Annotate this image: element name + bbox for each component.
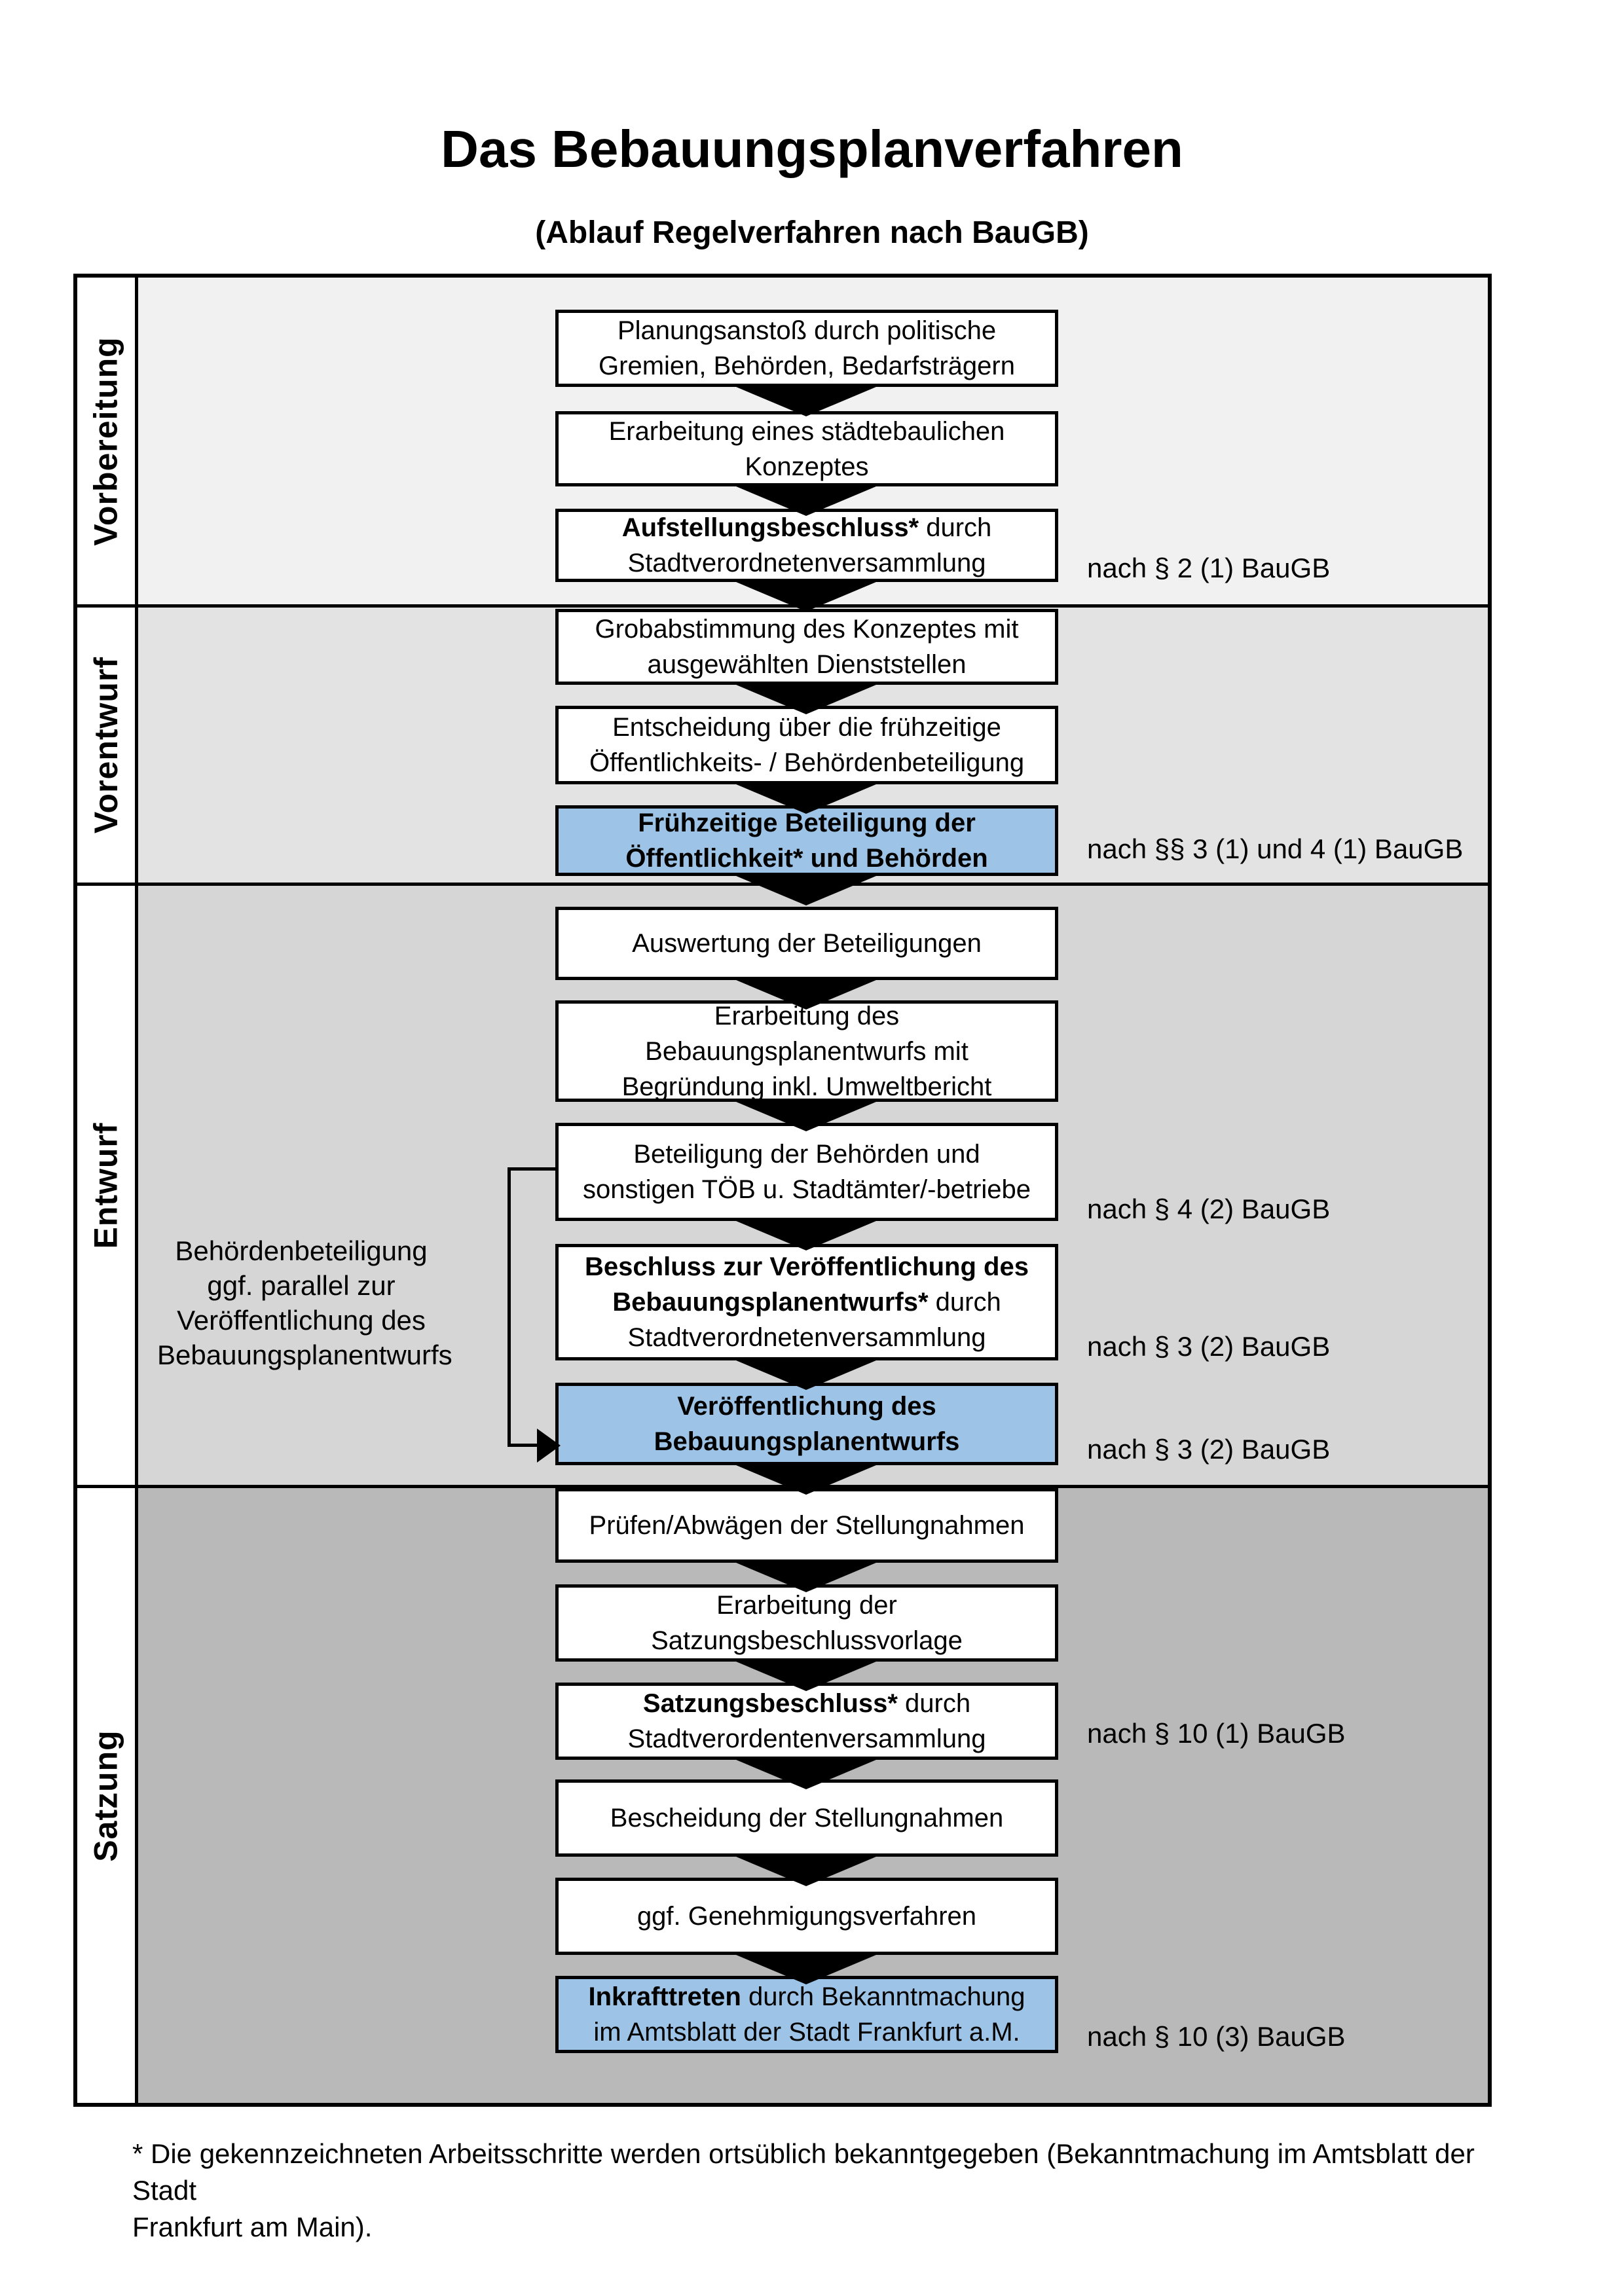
arrow-down-icon (731, 1463, 881, 1495)
flow-step-fruehzeitige-beteiligung: Frühzeitige Beteiligung der Öffentlichke… (555, 805, 1058, 876)
legal-reference: nach § 3 (2) BauGB (1087, 1331, 1331, 1362)
arrow-down-icon (731, 1660, 881, 1691)
bracket-connector-line (507, 1167, 557, 1171)
arrow-down-icon (731, 874, 881, 905)
flow-step-text: Erarbeitung des Bebauungsplanentwurfs mi… (621, 1001, 992, 1101)
phase-label-vorentwurf: Vorentwurf (88, 656, 124, 834)
flow-step-text: Inkrafttreten durch Bekanntmachung im Am… (588, 1982, 1025, 2047)
arrow-down-icon (731, 1100, 881, 1131)
flow-step-bescheidung: Bescheidung der Stellungnahmen (555, 1779, 1058, 1857)
flow-step-text: Veröffentlichung des Bebauungsplanentwur… (654, 1392, 960, 1456)
arrow-down-icon (731, 683, 881, 714)
flow-step-text: Frühzeitige Beteiligung der Öffentlichke… (625, 809, 988, 873)
phase-label-vorbereitung: Vorbereitung (88, 336, 125, 546)
bracket-connector-line (507, 1167, 511, 1447)
legal-reference: nach § 3 (2) BauGB (1087, 1434, 1331, 1465)
legal-reference: nach §§ 3 (1) und 4 (1) BauGB (1087, 833, 1464, 864)
flow-step-text: Satzungsbeschluss* durch Stadtverordente… (627, 1689, 986, 1753)
flow-step-grobabstimmung: Grobabstimmung des Konzeptes mit ausgewä… (555, 609, 1058, 685)
phase-label-satzung: Satzung (88, 1729, 124, 1862)
flow-step-text: Bescheidung der Stellungnahmen (610, 1804, 1004, 1832)
phase-label-cell-vorentwurf: Vorentwurf (77, 608, 138, 883)
flow-step-veroeffentlichungs-beschluss: Beschluss zur Veröffentlichung des Bebau… (555, 1244, 1058, 1360)
arrow-right-icon (537, 1429, 561, 1463)
arrow-down-icon (731, 1219, 881, 1250)
flow-step-text: Prüfen/Abwägen der Stellungnahmen (589, 1511, 1025, 1540)
flow-step-aufstellungsbeschluss: Aufstellungsbeschluss* durch Stadtverord… (555, 509, 1058, 582)
flow-step-pruefen-abwaegen: Prüfen/Abwägen der Stellungnahmen (555, 1488, 1058, 1563)
flow-step-text: Grobabstimmung des Konzeptes mit ausgewä… (595, 615, 1019, 679)
flow-step-text: Auswertung der Beteiligungen (632, 929, 982, 958)
arrow-down-icon (731, 1358, 881, 1390)
bracket-connector-line (507, 1444, 540, 1447)
arrow-down-icon (731, 1758, 881, 1789)
arrow-down-icon (731, 385, 881, 416)
flow-step-konzept-erarbeitung: Erarbeitung eines städtebaulichen Konzep… (555, 411, 1058, 486)
flow-step-auswertung: Auswertung der Beteiligungen (555, 907, 1058, 980)
flow-step-genehmigungsverfahren: ggf. Genehmigungsverfahren (555, 1878, 1058, 1955)
flow-step-text: Erarbeitung eines städtebaulichen Konzep… (608, 416, 1005, 481)
flow-step-satzungsbeschluss: Satzungsbeschluss* durch Stadtverordente… (555, 1683, 1058, 1760)
footnote: * Die gekennzeichneten Arbeitsschritte w… (132, 2138, 1475, 2242)
flow-step-text: Beteiligung der Behörden und sonstigen T… (582, 1140, 1031, 1204)
arrow-down-icon (731, 1953, 881, 1984)
flow-step-entwurf-erarbeitung: Erarbeitung des Bebauungsplanentwurfs mi… (555, 1000, 1058, 1102)
flow-step-text: Erarbeitung der Satzungsbeschlussvorlage (651, 1591, 963, 1655)
legal-reference: nach § 4 (2) BauGB (1087, 1194, 1331, 1224)
flow-step-entscheidung-beteiligung: Entscheidung über die frühzeitige Öffent… (555, 706, 1058, 784)
flow-step-text: Aufstellungsbeschluss* durch Stadtverord… (621, 513, 992, 577)
flow-step-satzungsvorlage: Erarbeitung der Satzungsbeschlussvorlage (555, 1584, 1058, 1662)
flow-step-planungsanstoss: Planungsanstoß durch politische Gremien,… (555, 310, 1058, 387)
legal-reference: nach § 10 (1) BauGB (1087, 1718, 1346, 1749)
phase-label-entwurf: Entwurf (88, 1121, 124, 1249)
flow-step-veroeffentlichung: Veröffentlichung des Bebauungsplanentwur… (555, 1383, 1058, 1465)
legal-reference: nach § 10 (3) BauGB (1087, 2021, 1346, 2052)
legal-reference: nach § 2 (1) BauGB (1087, 553, 1331, 583)
flow-step-behoerden-beteiligung: Beteiligung der Behörden und sonstigen T… (555, 1123, 1058, 1221)
arrow-down-icon (731, 782, 881, 814)
flow-step-text: Entscheidung über die frühzeitige Öffent… (589, 713, 1025, 777)
flow-step-text: ggf. Genehmigungsverfahren (637, 1902, 977, 1931)
phase-label-cell-entwurf: Entwurf (77, 886, 138, 1485)
page-title: Das Bebauungsplanverfahren (441, 120, 1183, 178)
flow-step-text: Beschluss zur Veröffentlichung des Bebau… (585, 1252, 1029, 1352)
arrow-down-icon (731, 978, 881, 1010)
flow-step-inkrafttreten: Inkrafttreten durch Bekanntmachung im Am… (555, 1976, 1058, 2053)
page-subtitle: (Ablauf Regelverfahren nach BauGB) (535, 215, 1089, 250)
arrow-down-icon (731, 1561, 881, 1592)
phase-label-cell-satzung: Satzung (77, 1488, 138, 2103)
arrow-down-icon (731, 1855, 881, 1886)
flow-step-text: Planungsanstoß durch politische Gremien,… (599, 316, 1015, 380)
phase-label-cell-vorbereitung: Vorbereitung (77, 278, 138, 604)
side-note-parallel-beteiligung: Behördenbeteiligung ggf. parallel zur Ve… (157, 1235, 452, 1370)
arrow-down-icon (731, 484, 881, 516)
arrow-down-icon (731, 580, 881, 611)
